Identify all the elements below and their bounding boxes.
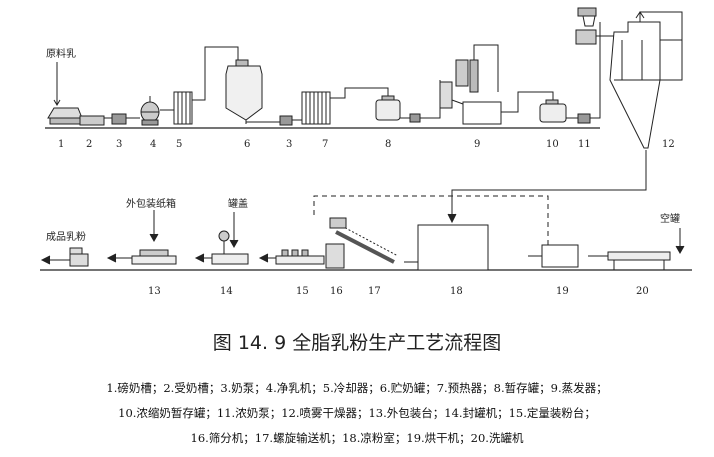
seaming-machine-icon xyxy=(211,212,249,265)
num-14: 14 xyxy=(220,286,233,297)
num-10: 10 xyxy=(546,139,559,150)
evaporator-icon xyxy=(420,44,502,125)
num-3a: 3 xyxy=(116,139,122,150)
label-finished-milk-powder: 成品乳粉 xyxy=(46,230,86,243)
cooling-room-icon xyxy=(404,224,489,271)
sifter-icon xyxy=(325,243,345,269)
num-8: 8 xyxy=(385,139,391,150)
label-outer-box: 外包装纸箱 xyxy=(126,197,176,210)
num-3b: 3 xyxy=(286,139,292,150)
num-5: 5 xyxy=(176,139,182,150)
can-dryer-icon xyxy=(528,244,579,268)
num-18: 18 xyxy=(450,286,463,297)
num-16: 16 xyxy=(330,286,343,297)
preheater-icon xyxy=(292,87,389,125)
num-12: 12 xyxy=(662,139,675,150)
legend-line-2: 10.浓缩奶暂存罐；11.浓奶泵；12.喷雾干燥器；13.外包装台；14.封罐机… xyxy=(118,406,596,420)
clarifier-icon xyxy=(140,96,160,126)
num-11: 11 xyxy=(578,139,591,150)
num-4: 4 xyxy=(150,139,156,150)
num-20: 20 xyxy=(636,286,649,297)
receiving-tank-icon xyxy=(79,115,112,126)
screw-conveyor-icon xyxy=(329,217,399,264)
num-2: 2 xyxy=(86,139,92,150)
num-1: 1 xyxy=(58,139,64,150)
num-6: 6 xyxy=(244,139,250,150)
num-19: 19 xyxy=(556,286,569,297)
cyclone-fan-icon xyxy=(575,7,683,50)
can-washer-icon xyxy=(588,228,685,270)
label-lid: 罐盖 xyxy=(228,197,248,210)
num-15: 15 xyxy=(296,286,309,297)
packing-table-icon xyxy=(131,210,177,265)
num-9: 9 xyxy=(474,139,480,150)
storage-tank-icon xyxy=(225,59,263,124)
legend-line-1: 1.磅奶槽；2.受奶槽；3.奶泵；4.净乳机；5.冷却器；6.贮奶罐；7.预热器… xyxy=(106,381,608,395)
spray-dryer-icon xyxy=(609,21,683,149)
num-13: 13 xyxy=(148,286,161,297)
milk-pump-icon xyxy=(111,113,140,125)
legend-line-3: 16.筛分机；17.螺旋输送机；18.凉粉室；19.烘干机；20.洗罐机 xyxy=(190,431,524,445)
weighing-tank-icon xyxy=(47,62,83,125)
milk-pump-2-icon xyxy=(246,115,293,126)
concentrate-tank-icon xyxy=(539,99,567,123)
filling-table-icon xyxy=(275,249,325,265)
figure-caption: 图 14. 9 全脂乳粉生产工艺流程图 xyxy=(212,332,502,354)
label-raw-milk: 原料乳 xyxy=(46,47,76,60)
cooler-icon xyxy=(160,91,193,125)
num-17: 17 xyxy=(368,286,381,297)
num-7: 7 xyxy=(322,139,328,150)
finished-product-icon xyxy=(40,247,89,267)
label-empty-can: 空罐 xyxy=(660,212,680,225)
process-diagram: 原料乳 外包装纸箱 罐盖 成品乳粉 空罐 1 2 3 4 5 6 3 7 8 9… xyxy=(40,7,692,297)
concentrate-pump-icon xyxy=(566,22,601,124)
buffer-tank-icon xyxy=(375,95,421,123)
